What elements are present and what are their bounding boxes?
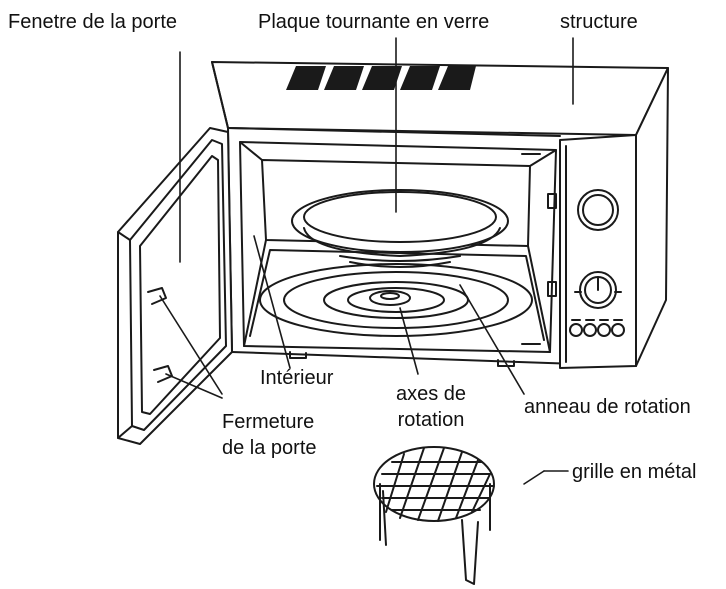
door-latch	[147, 287, 173, 383]
glass-turntable	[291, 189, 509, 268]
label-door-window: Fenetre de la porte	[8, 11, 177, 33]
vent-slots	[286, 66, 476, 90]
label-glass-turntable: Plaque tournante en verre	[258, 11, 490, 33]
label-structure: structure	[560, 11, 638, 33]
label-rotation-axis-line1: axes de	[395, 383, 467, 405]
open-door	[117, 127, 233, 445]
cabinet-feet	[289, 351, 515, 367]
label-rotation-axis-line2: rotation	[397, 409, 465, 431]
rotation-axis	[369, 290, 411, 306]
cabinet-body	[211, 61, 669, 367]
control-panel	[559, 134, 637, 369]
leader-lines	[159, 37, 574, 485]
rotation-ring	[259, 263, 533, 337]
label-door-latch-line2: de la porte	[222, 437, 317, 459]
label-interior: Intérieur	[260, 367, 334, 389]
label-door-latch-line1: Fermeture	[222, 411, 315, 433]
hinge-tabs	[547, 193, 557, 297]
metal-grill	[373, 446, 495, 585]
label-metal-grill: grille en métal	[572, 461, 697, 483]
label-rotation-ring: anneau de rotation	[524, 396, 691, 418]
